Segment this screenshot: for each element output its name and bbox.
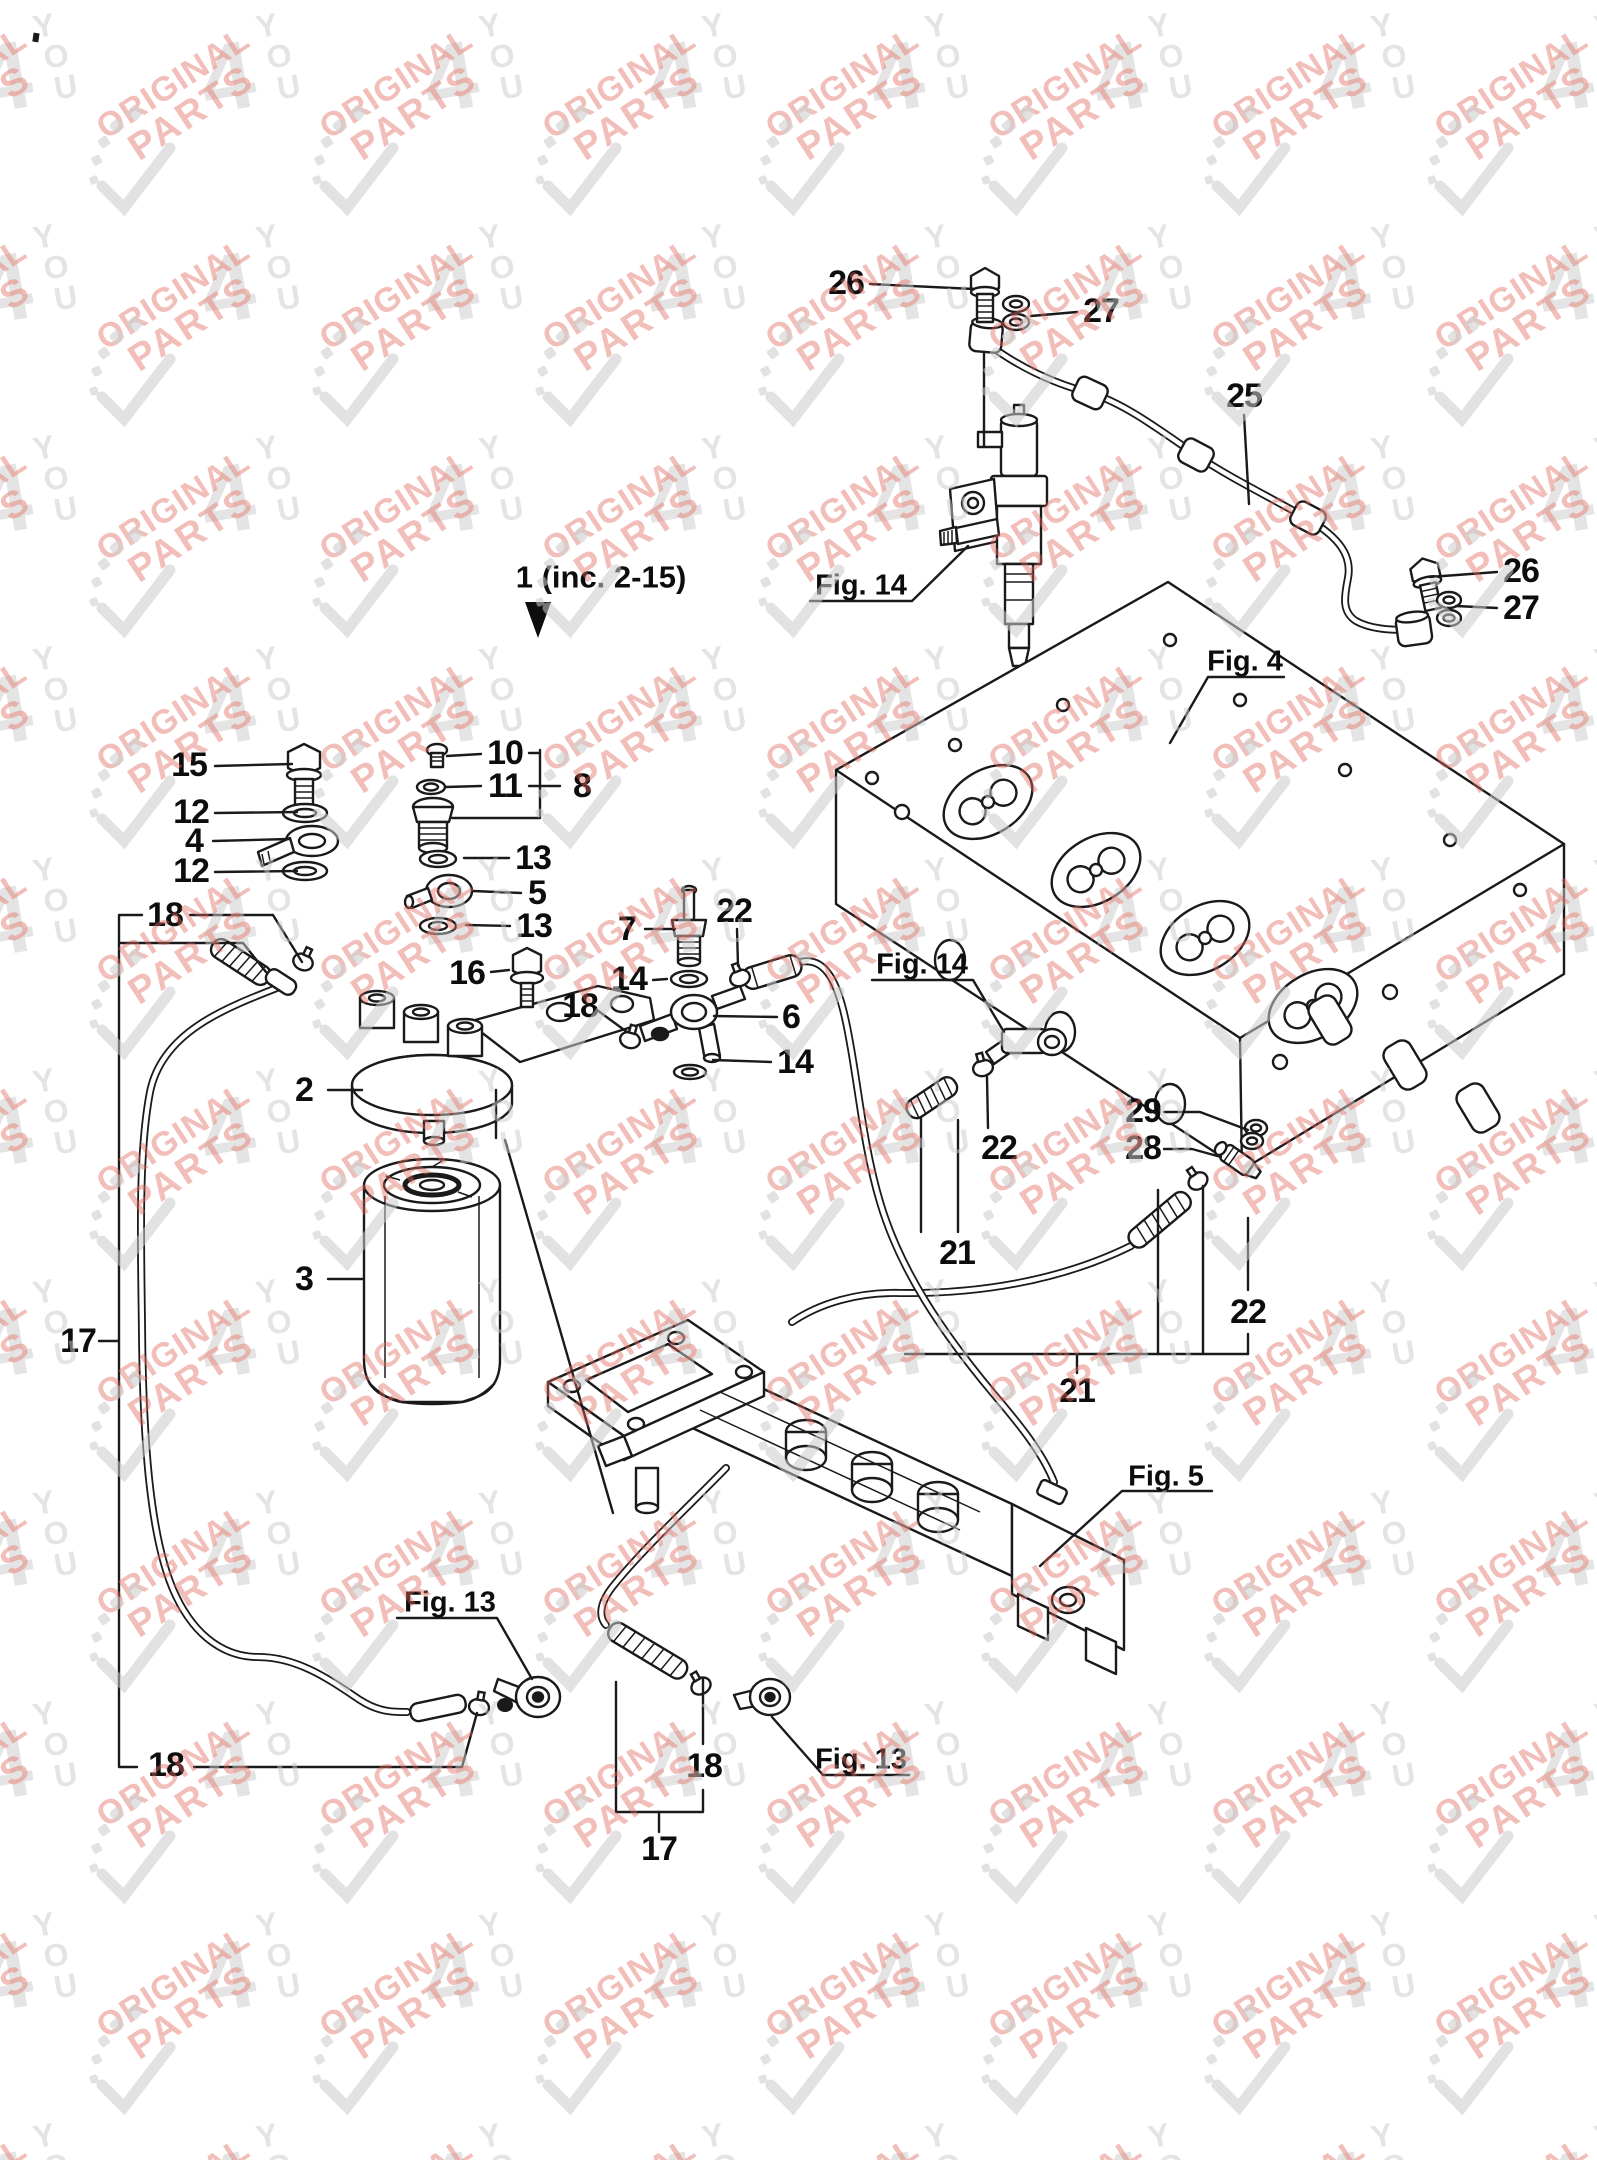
grommet-29 (1239, 1118, 1269, 1151)
flange-bolt-16 (509, 946, 545, 1009)
hose-clamps (292, 945, 1209, 1717)
callout-label: 22 (1230, 1293, 1267, 1331)
assembly-note: 1 (inc. 2-15) (515, 559, 687, 595)
callout-label: 17 (641, 1830, 678, 1868)
callout-label: 16 (449, 954, 486, 992)
overflow-joint (411, 796, 455, 855)
bracket-lines (97, 913, 1250, 1834)
callout-label: 13 (515, 839, 552, 877)
callout-label: 27 (1083, 292, 1120, 330)
callout-label: 6 (782, 998, 801, 1036)
callout-label: 26 (1503, 552, 1540, 590)
callout-label: 12 (173, 793, 210, 831)
banjo-fitting-5 (403, 873, 474, 910)
callout-label: 10 (487, 734, 524, 772)
washer-13 (418, 849, 458, 869)
callout-label: 27 (1503, 589, 1540, 627)
callout-label: 22 (716, 892, 753, 930)
callout-label: 4 (185, 822, 204, 860)
page-mark (32, 32, 40, 43)
washer-13b (418, 916, 458, 936)
callout-label: 14 (777, 1043, 814, 1081)
callout-label: 18 (686, 1747, 723, 1785)
callout-label: 15 (171, 746, 208, 784)
distributor-joint-6 (638, 984, 747, 1064)
pin-dot (497, 1698, 513, 1712)
callout-label: 18 (147, 896, 184, 934)
air-vent-joint-7 (670, 884, 708, 968)
spring-guard-1 (905, 1076, 959, 1120)
figure-ref-label: Fig. 5 (1128, 1460, 1204, 1493)
callout-label: 18 (148, 1746, 185, 1784)
figure-ref-label: Fig. 4 (1207, 645, 1283, 678)
callout-label: 11 (488, 767, 523, 805)
washer-14-upper (669, 969, 709, 989)
figure-ref-label: Fig. 14 (815, 569, 907, 602)
callout-label: 7 (618, 910, 637, 948)
washer-11 (415, 778, 447, 796)
callout-label: 17 (60, 1322, 97, 1360)
callout-label: 28 (1125, 1129, 1162, 1167)
callout-label: 8 (573, 767, 592, 805)
callout-label: 29 (1125, 1092, 1162, 1130)
overflow-pipe-parts-8 (403, 742, 474, 936)
hose-tip-barrel (264, 968, 298, 996)
callout-label: 2 (295, 1071, 314, 1109)
callout-label: 14 (611, 960, 648, 998)
spring-guard-2 (1127, 1190, 1192, 1249)
figure-ref-label: Fig. 13 (404, 1586, 496, 1619)
hose-barrel-bottom (409, 1693, 467, 1723)
screw-10 (425, 742, 449, 769)
banjo-bolt-15 (285, 742, 323, 807)
callout-label: 3 (295, 1260, 314, 1298)
callout-label: 21 (939, 1234, 976, 1272)
callout-label: 25 (1226, 377, 1263, 415)
mount-bolt-26-top (969, 266, 1001, 324)
callout-label: 26 (828, 264, 865, 302)
callout-label: 22 (981, 1129, 1018, 1167)
callout-label: 13 (516, 907, 553, 945)
down-arrow-icon (525, 602, 551, 638)
figure-ref-label: Fig. 13 (815, 1743, 907, 1776)
washer-14-lower (672, 1063, 708, 1081)
figure-leader-lines (395, 544, 1286, 1777)
callout-label: 5 (528, 874, 547, 912)
figure-ref-label: Fig. 14 (876, 948, 968, 981)
callout-label: 21 (1059, 1372, 1096, 1410)
callout-label: 12 (173, 852, 210, 890)
callout-label: 18 (562, 987, 599, 1025)
